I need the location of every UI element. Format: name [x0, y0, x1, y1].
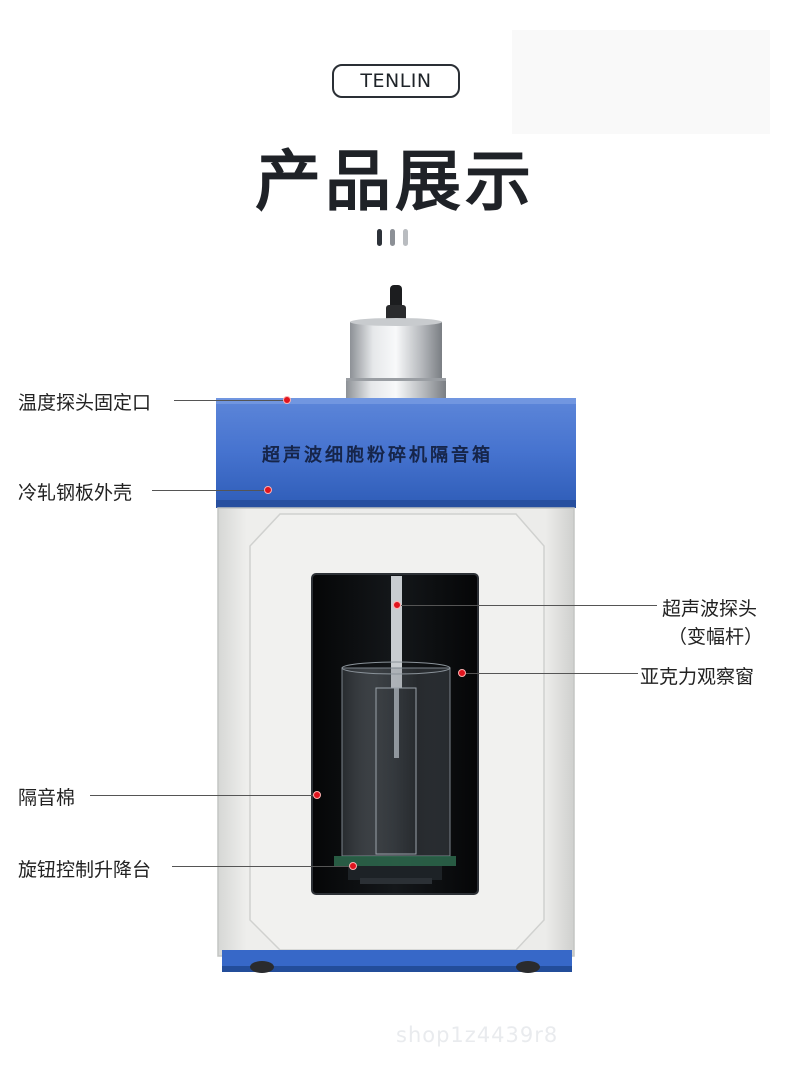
page-title: 产品展示 — [255, 143, 535, 220]
red-marker-dot — [283, 396, 291, 404]
red-marker-dot — [393, 601, 401, 609]
red-marker-dot — [349, 862, 357, 870]
leader-line — [401, 605, 657, 606]
callout-lift: 旋钮控制升降台 — [18, 859, 152, 881]
red-marker-dot — [313, 791, 321, 799]
callout-probe: 超声波探头 — [662, 598, 758, 620]
watermark: shop1z4439r8 — [396, 1023, 559, 1047]
callout-probe-sub: （变幅杆） — [668, 626, 764, 648]
leader-line — [466, 673, 638, 674]
device-panel-label: 超声波细胞粉碎机隔音箱 — [262, 445, 493, 466]
callout-window: 亚克力观察窗 — [640, 666, 755, 688]
red-marker-dot — [458, 669, 466, 677]
red-marker-dot — [264, 486, 272, 494]
brand-badge: TENLIN — [332, 64, 460, 98]
callout-temp-port: 温度探头固定口 — [18, 392, 152, 414]
callout-shell: 冷轧钢板外壳 — [18, 482, 133, 504]
leader-line — [90, 795, 314, 796]
indicator-dots-icon — [377, 229, 408, 246]
callout-foam: 隔音棉 — [18, 787, 76, 809]
leader-line — [152, 490, 264, 491]
leader-line — [174, 400, 284, 401]
leader-line — [172, 866, 350, 867]
